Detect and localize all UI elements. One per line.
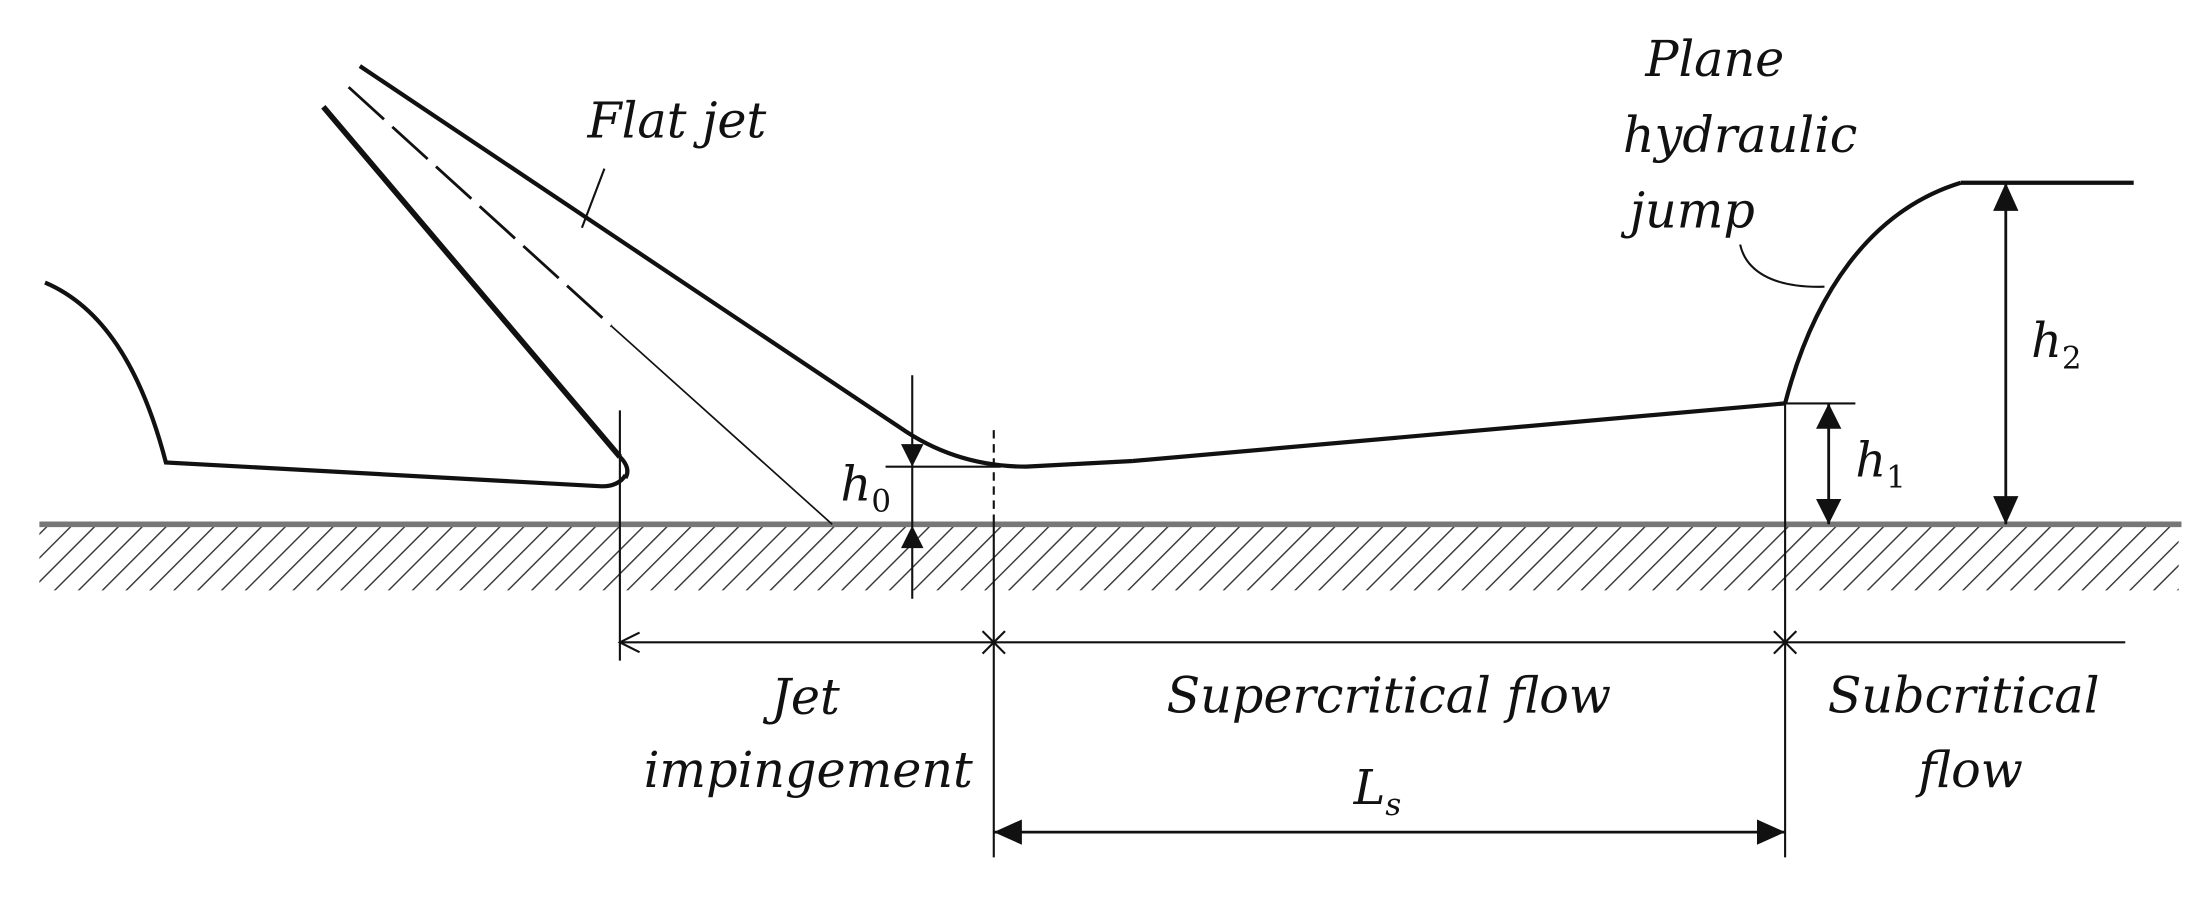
hydraulic-jump-curve <box>1783 180 1962 404</box>
h2-symbol: h2 <box>2031 314 2081 376</box>
flat-jet-leader <box>580 168 606 229</box>
h0-arrow-down <box>901 444 924 467</box>
plane-jump-label-line2: hydraulic <box>1623 106 1857 164</box>
plane-jump-label-line1: Plane <box>1644 30 1784 88</box>
supercritical-flow-label: Supercritical flow <box>1166 667 1611 725</box>
subcritical-flow-label-line2: flow <box>1914 741 2023 799</box>
supercritical-surface <box>1132 401 1786 464</box>
nozzle-outer-curve <box>44 280 628 489</box>
ls-symbol: Ls <box>1353 761 1402 823</box>
jump-leader <box>1739 244 1825 288</box>
ground-hatching <box>39 525 2179 591</box>
h2-arrow-down <box>1993 496 2019 525</box>
zone-tick-jump <box>1773 630 1798 655</box>
jet-impingement-label-line1: Jet <box>762 668 840 726</box>
zone-arrow-left <box>617 631 641 654</box>
ls-arrow-left <box>993 819 1022 845</box>
plane-jump-label-line3: jump <box>1621 182 1755 240</box>
ls-arrow-right <box>1756 819 1786 845</box>
flat-jet-label: Flat jet <box>587 92 767 150</box>
jet-centerline-extension <box>610 325 833 525</box>
h2-arrow-up <box>1993 182 2019 211</box>
h0-symbol: h0 <box>841 457 891 519</box>
jet-centerline <box>347 86 613 328</box>
nozzle-inner-wall <box>321 105 623 459</box>
jet-impingement-label-line2: impingement <box>644 741 973 799</box>
h1-arrow-down <box>1816 498 1842 525</box>
h1-arrow-up <box>1816 403 1842 429</box>
h0-arrow-up <box>901 525 924 549</box>
jet-upper-surface <box>358 64 1134 469</box>
nozzle-lip <box>618 455 630 479</box>
subcritical-flow-label-line1: Subcritical <box>1828 667 2100 725</box>
zone-tick-impingement <box>981 630 1006 655</box>
h1-symbol: h1 <box>1855 433 1905 495</box>
